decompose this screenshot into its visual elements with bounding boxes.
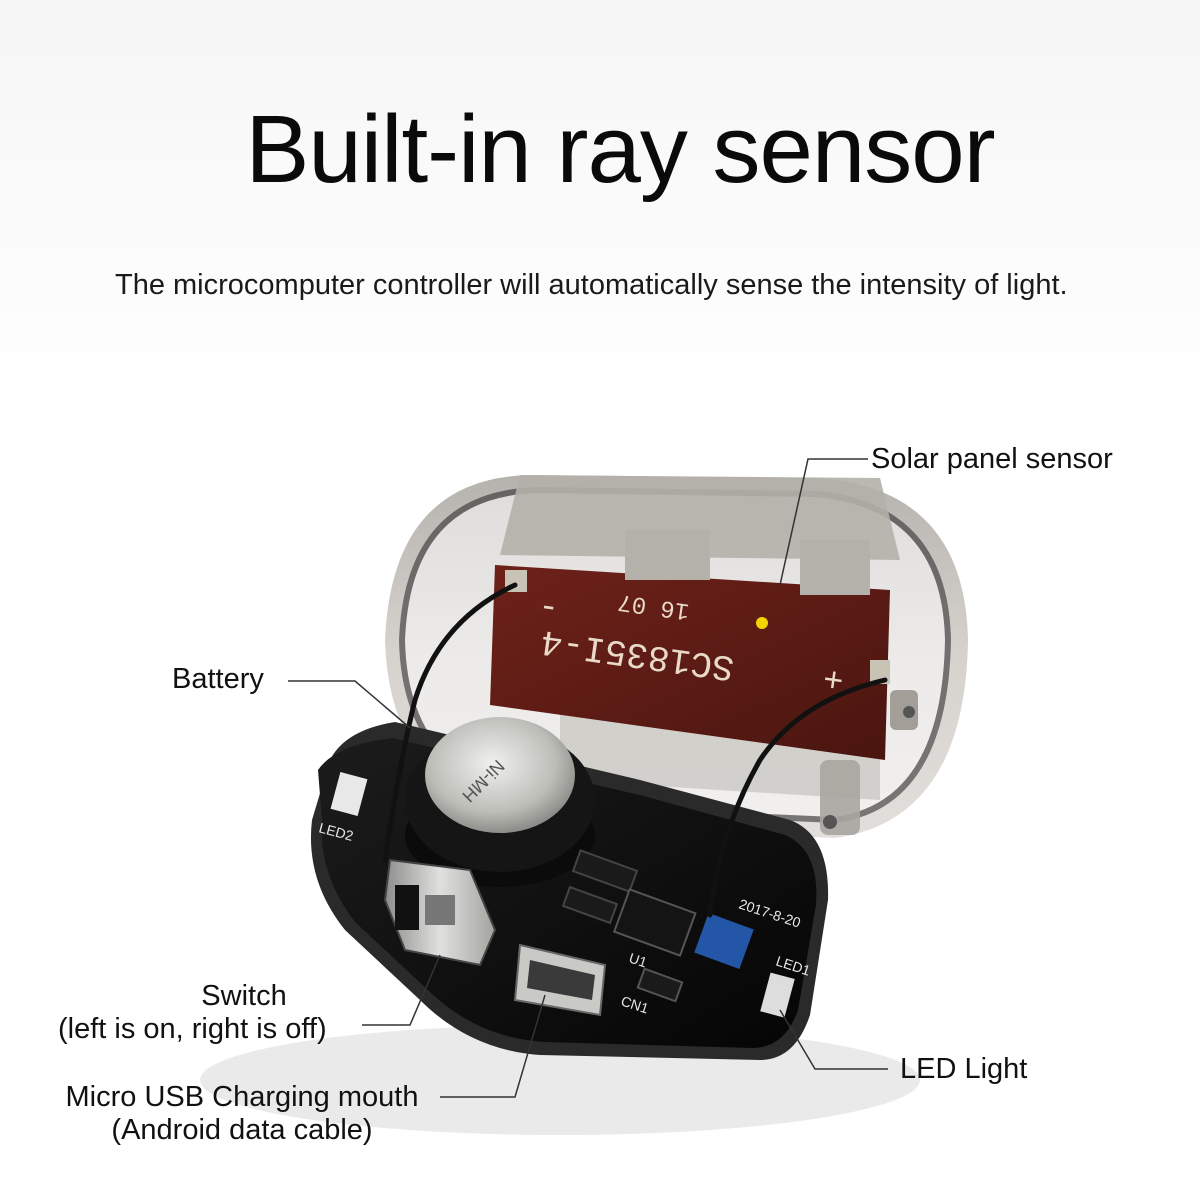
switch-label: Switch (left is on, right is off) — [58, 980, 430, 1046]
leader-led — [779, 1009, 888, 1070]
usb-label-line2: (Android data cable) — [111, 1114, 373, 1146]
panel-indicator-dot — [756, 617, 768, 629]
led-light-label: LED Light — [900, 1053, 1028, 1085]
solar-panel-label: Solar panel sensor — [871, 443, 1113, 475]
usb-label-line1: Micro USB Charging mouth — [65, 1081, 419, 1113]
page-title: Built-in ray sensor — [245, 96, 995, 203]
leader-usb — [440, 994, 546, 1098]
switch-label-line1: Switch — [201, 980, 287, 1012]
page-subtitle: The microcomputer controller will automa… — [115, 269, 1068, 301]
callout-lines — [288, 458, 888, 1098]
usb-label: Micro USB Charging mouth (Android data c… — [46, 1081, 438, 1147]
battery: Ni-MH — [405, 717, 595, 887]
micro-usb-port — [513, 943, 607, 1017]
u1-text: U1 — [627, 950, 649, 971]
leader-switch — [362, 954, 441, 1026]
solar-panel — [490, 530, 890, 760]
slide-switch — [383, 858, 497, 967]
leader-solar — [779, 458, 868, 586]
switch-label-line2: (left is on, right is off) — [58, 1013, 327, 1045]
wires — [382, 582, 888, 918]
board-components — [561, 849, 795, 1018]
battery-label: Battery — [172, 663, 264, 695]
leader-battery — [288, 680, 411, 729]
